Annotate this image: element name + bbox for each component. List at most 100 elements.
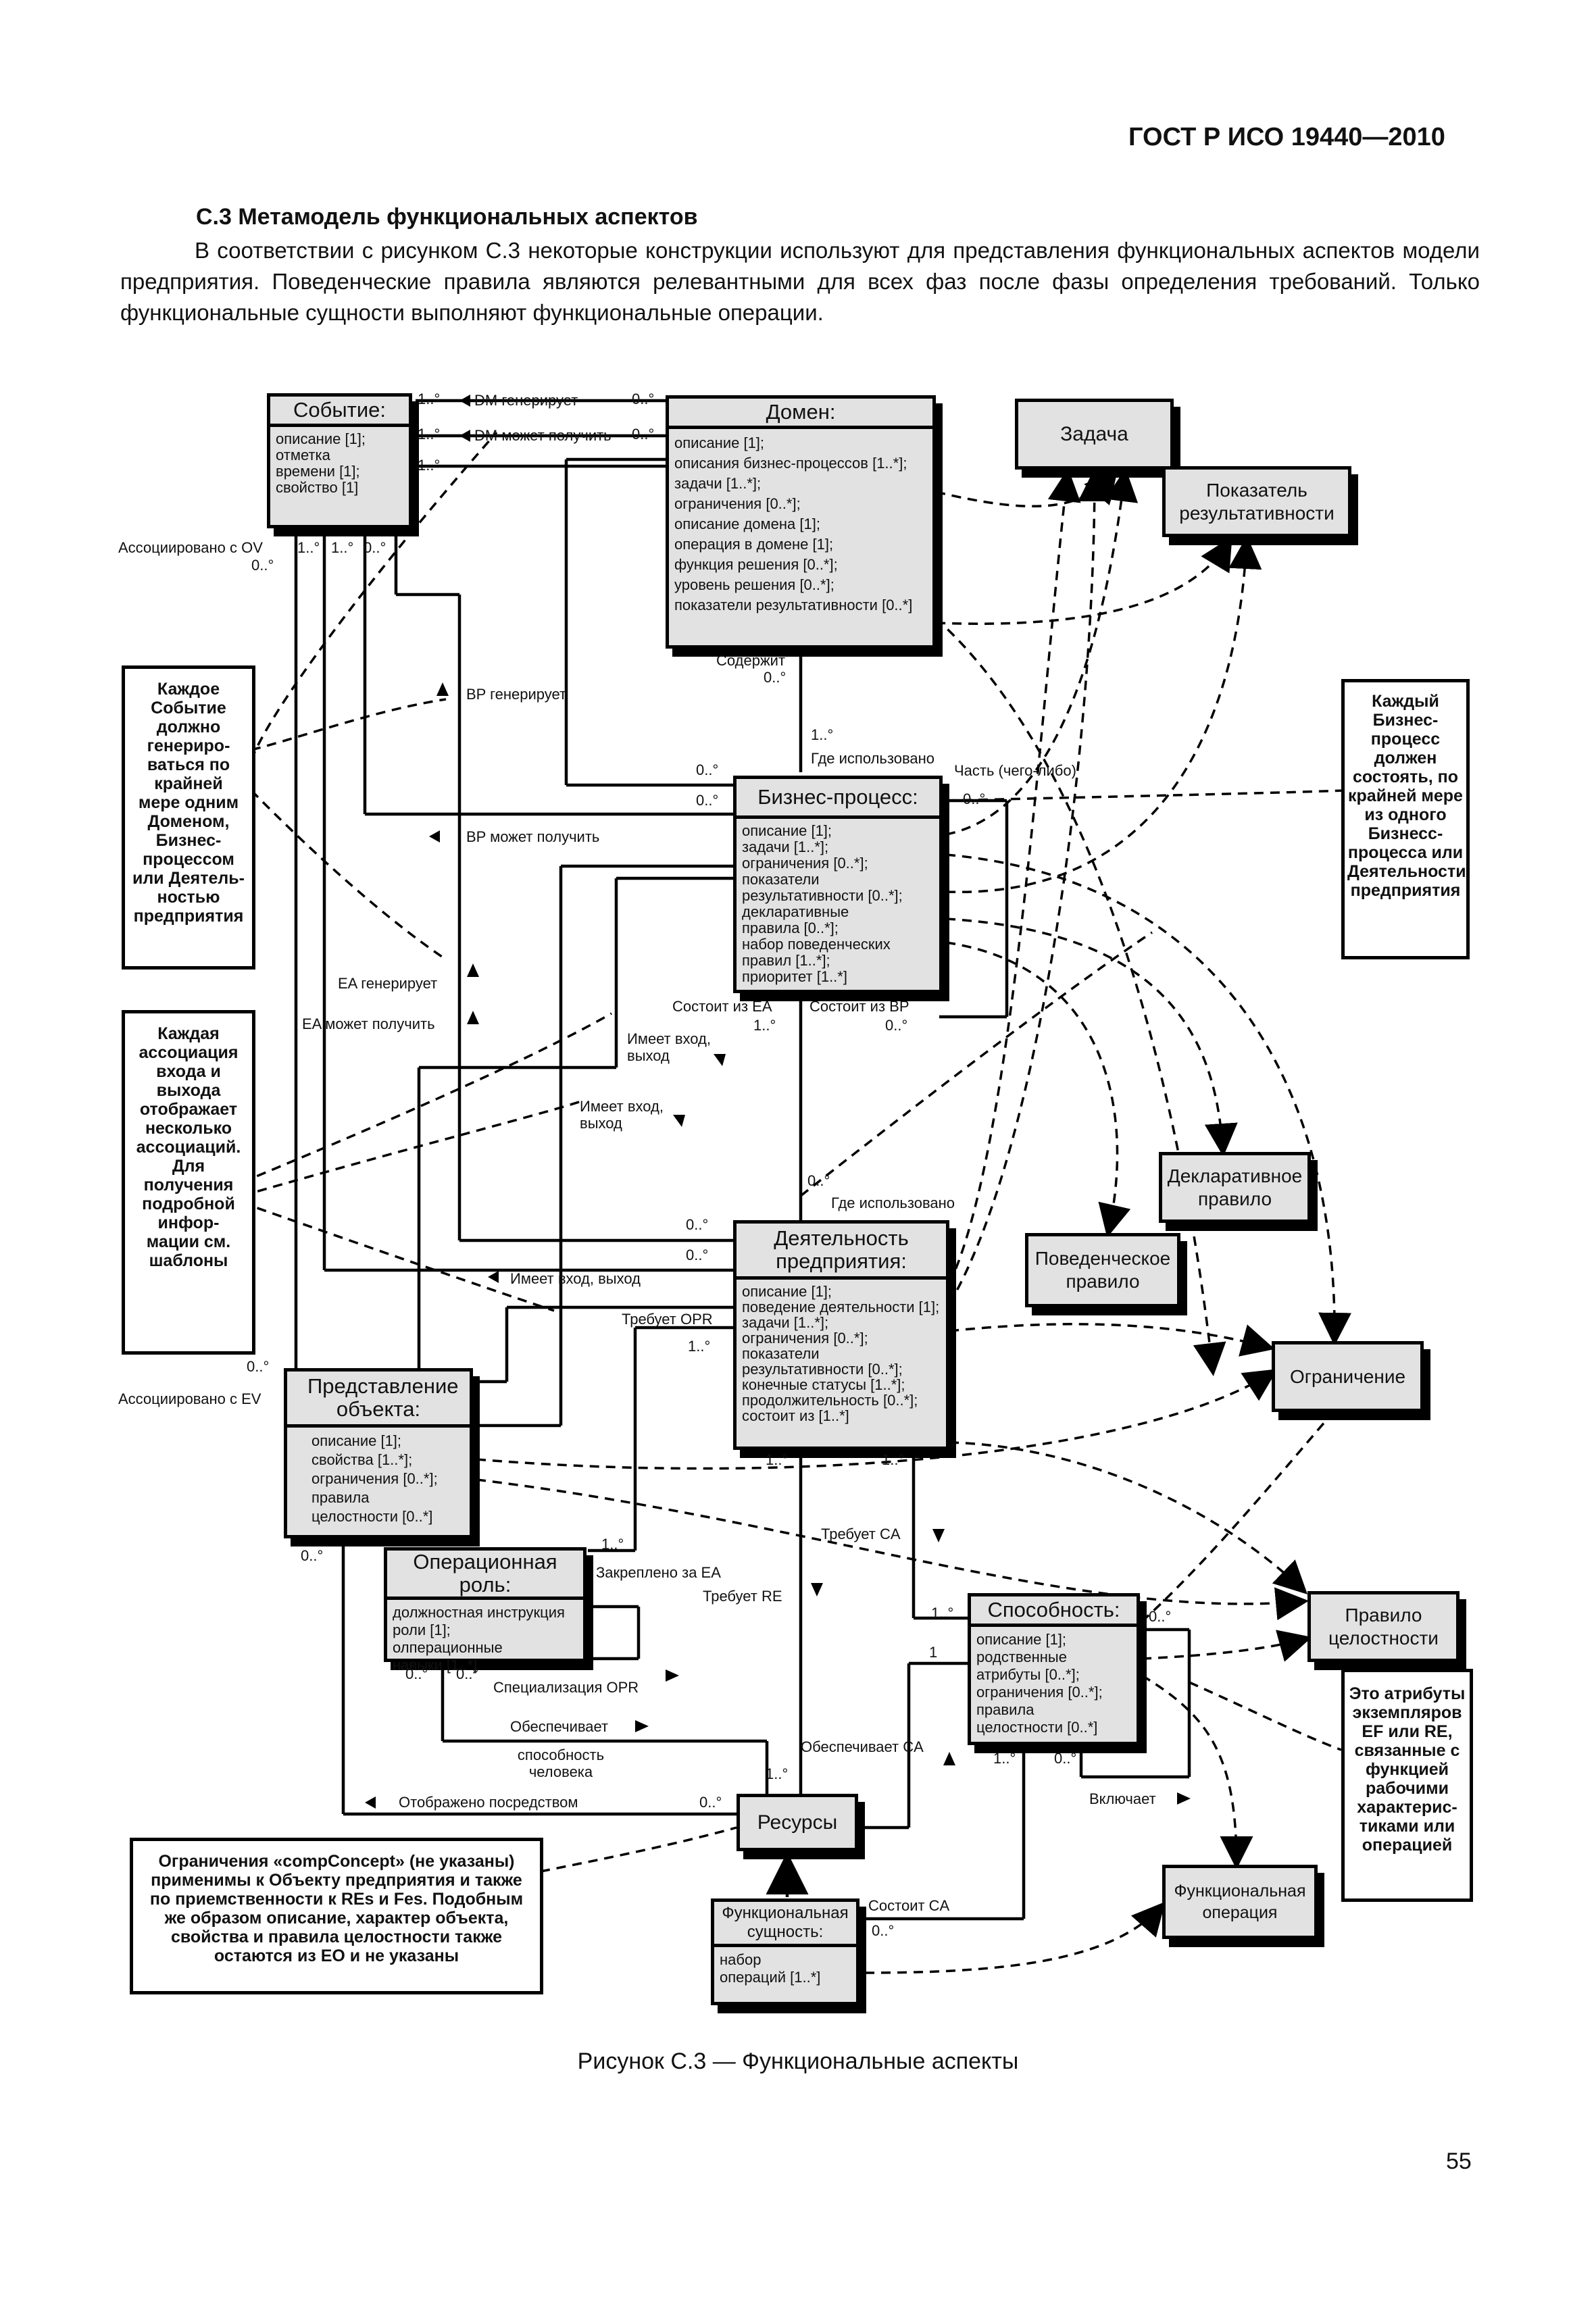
label: Где использовано xyxy=(831,1194,955,1211)
enterprise-activity-attributes: описание [1]; поведение деятельности [1]… xyxy=(737,1280,946,1428)
label: Обеспечивает CA xyxy=(801,1738,924,1755)
attr: описание домена [1]; xyxy=(674,515,820,532)
attr: правила xyxy=(976,1701,1034,1718)
arrow-provides xyxy=(635,1720,649,1732)
label: 0..° xyxy=(696,761,719,778)
label: 1..° xyxy=(993,1750,1016,1767)
task-label: Задача xyxy=(1060,422,1128,445)
domain-attributes: описание [1]; описания бизнес-процессов … xyxy=(669,429,932,620)
attr: ограничения [0..*]; xyxy=(311,1470,438,1487)
arrow-has-io-3 xyxy=(488,1271,499,1283)
label: 0..° xyxy=(364,539,386,556)
label: 0..° xyxy=(963,790,986,807)
constraints-note-text: Ограничения «compConcept» (не указаны) п… xyxy=(149,1852,524,1965)
attr: показатели xyxy=(742,1345,820,1362)
declarative-rule-label: Декларативное правило xyxy=(1167,1165,1303,1209)
label: 0..° xyxy=(247,1358,270,1375)
label: Состоит из EA xyxy=(672,998,772,1015)
functional-operation-label: Функциональная операция xyxy=(1174,1882,1306,1922)
label: Закреплено за EA xyxy=(596,1564,721,1581)
label: 0..° xyxy=(696,792,719,809)
label: Требует RE xyxy=(703,1588,782,1605)
label: Часть (чего-либо) xyxy=(954,762,1076,779)
label: Где использовано xyxy=(811,750,935,767)
label: 1..° xyxy=(297,539,320,556)
paragraph-text: В соответствии с рисунком С.3 некоторые … xyxy=(120,238,1480,325)
resources-label: Ресурсы xyxy=(757,1811,838,1834)
attr: уровень решения [0..*]; xyxy=(674,576,834,593)
label: BP может получить xyxy=(466,828,600,845)
enterprise-activity-title: Деятельность предприятия: xyxy=(737,1224,946,1280)
label: 0..° xyxy=(456,1665,479,1682)
label: 0..° xyxy=(686,1247,709,1263)
attr: атрибуты [0..*]; xyxy=(976,1666,1080,1683)
arrow-bp-can-receive xyxy=(429,830,440,842)
behavioral-rule-box: Поведенческое правило xyxy=(1025,1233,1180,1307)
label: Ассоциировано с EV xyxy=(118,1390,261,1407)
label: 0..° xyxy=(632,391,655,407)
event-title: Событие: xyxy=(270,397,409,427)
integrity-rule-box: Правило целостности xyxy=(1307,1591,1460,1662)
label: 0..° xyxy=(1149,1608,1172,1625)
label: 1..° xyxy=(418,391,441,407)
label: 1..° xyxy=(882,1451,905,1468)
attr: показатели результативности [0..*] xyxy=(674,597,913,613)
object-view-class: Представление объекта: описание [1]; сво… xyxy=(284,1368,473,1538)
label: 0..° xyxy=(699,1794,722,1811)
attr: целостности [0..*] xyxy=(976,1719,1098,1736)
label: 0..° xyxy=(405,1665,428,1682)
attr: описание [1]; xyxy=(976,1631,1067,1648)
task-box: Задача xyxy=(1015,399,1174,470)
page-number: 55 xyxy=(1446,2148,1472,2174)
attr: результативности [0..*]; xyxy=(742,1361,903,1378)
object-view-title: Представление объекта: xyxy=(287,1372,470,1428)
label: 1..° xyxy=(418,457,441,474)
performance-indicator-label: Показатель результативности xyxy=(1179,479,1335,524)
label: 1..° xyxy=(418,426,441,443)
attr: декларативные xyxy=(742,903,849,920)
integrity-rule-label: Правило целостности xyxy=(1328,1604,1439,1649)
operational-role-class: Операционная роль: должностная инструкци… xyxy=(384,1547,587,1674)
capability-attributes: описание [1]; родственные атрибуты [0..*… xyxy=(971,1627,1137,1740)
label: 1..° xyxy=(811,726,834,743)
domain-class: Домен: описание [1]; описания бизнес-про… xyxy=(666,395,936,649)
label: EA может получить xyxy=(302,1015,435,1032)
attr: олперационные xyxy=(393,1639,503,1656)
label: DM генерирует xyxy=(474,392,578,409)
functional-entity-attributes: набор операций [1..*] xyxy=(714,1947,856,1990)
arrow-bp-generates xyxy=(437,682,449,696)
label: 1..° xyxy=(688,1338,711,1355)
functional-operation-box: Функциональная операция xyxy=(1162,1865,1318,1939)
arrow-specialization xyxy=(666,1669,679,1682)
attr: времени [1]; xyxy=(276,463,360,480)
event-note: Каждое Событие должно генериро-ваться по… xyxy=(122,665,255,970)
attr: ограничения [0..*]; xyxy=(742,855,868,872)
label: 0..° xyxy=(872,1922,895,1939)
label: Имеет вход, выход xyxy=(580,1098,664,1132)
performance-indicator-box: Показатель результативности xyxy=(1162,466,1351,537)
section-title: С.3 Метамодель функциональных аспектов xyxy=(196,204,698,230)
attr: приоритет [1..*] xyxy=(742,968,847,985)
label: 1..° xyxy=(753,1017,776,1034)
event-class: Событие: описание [1]; отметка времени [… xyxy=(267,393,412,528)
label: способность человека xyxy=(517,1746,605,1780)
object-view-attributes: описание [1]; свойства [1..*]; ограничен… xyxy=(287,1428,470,1530)
label: 0..° xyxy=(686,1216,709,1233)
label: 1..° xyxy=(766,1451,789,1468)
attr: правила xyxy=(311,1489,370,1506)
business-process-attributes: описание [1]; задачи [1..*]; ограничения… xyxy=(737,819,939,989)
attr: правил [1..*]; xyxy=(742,952,830,969)
label: 0..° xyxy=(301,1547,324,1564)
attr: операция в домене [1]; xyxy=(674,536,834,553)
label: 0..° xyxy=(251,557,274,574)
attr: описание [1]; xyxy=(311,1432,402,1449)
attr: задачи [1..*]; xyxy=(674,475,762,492)
bp-note: Каждый Бизнес-процесс должен состоять, п… xyxy=(1341,679,1470,959)
attr: родственные xyxy=(976,1649,1067,1665)
attr: должностная инструкция xyxy=(393,1604,565,1621)
attr: набор поведенческих xyxy=(742,936,891,953)
enterprise-activity-class: Деятельность предприятия: описание [1]; … xyxy=(733,1220,949,1450)
label: Специализация OPR xyxy=(493,1679,639,1696)
attr: состоит из [1..*] xyxy=(742,1407,849,1424)
label: Включает xyxy=(1089,1790,1156,1807)
